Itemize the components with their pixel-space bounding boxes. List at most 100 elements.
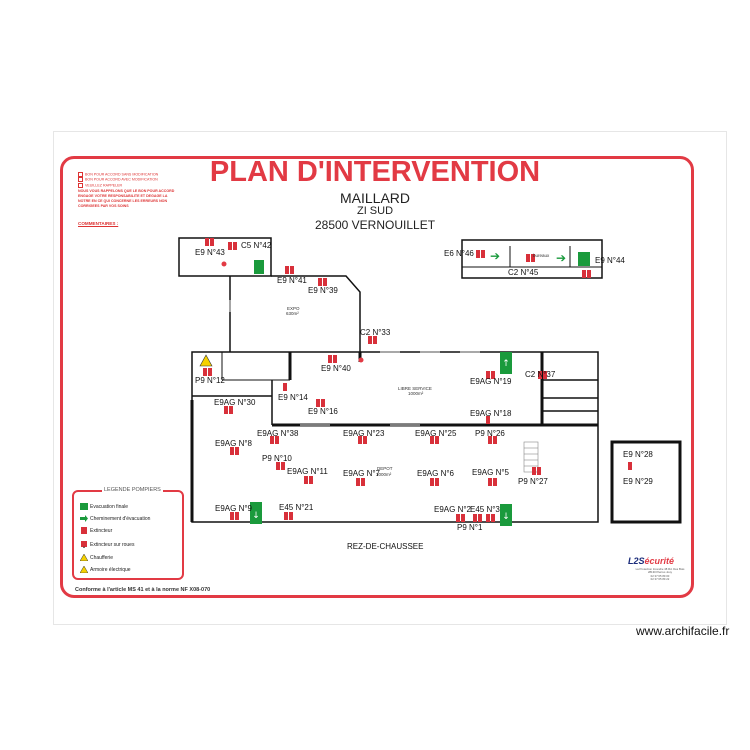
room-bureaux-label: bureaux [533, 253, 550, 258]
equipment-label: E6 N°46 [444, 249, 474, 258]
extinguisher-icon [356, 478, 360, 486]
legend-box: LEGENDE POMPIERS Evacuation finale Chemi… [72, 487, 184, 580]
staircase [523, 441, 539, 473]
extinguisher-icon [233, 242, 237, 250]
extinguisher-icon [290, 266, 294, 274]
extinguisher-icon [435, 436, 439, 444]
room-libre-label: LIBRE SERVICE [398, 386, 432, 391]
exit-final-icon [250, 502, 262, 524]
site-name: MAILLARD [339, 190, 411, 206]
extinguisher-icon [456, 514, 460, 522]
equipment-label: E9AG N°5 [472, 468, 510, 477]
exit-path-arrow-icon [80, 515, 88, 522]
extinguisher-icon [289, 512, 293, 520]
legend-item: Chaufferie [80, 554, 113, 561]
equipment-label: C2 N°33 [360, 328, 391, 337]
extinguisher-icon [493, 436, 497, 444]
extinguisher-icon [488, 436, 492, 444]
compliance-note: Conforme à l'article MS 41 et à la norme… [75, 587, 211, 593]
equipment-label: E9 N°29 [623, 477, 653, 486]
extinguisher-icon [531, 254, 535, 262]
extinguisher-icon [628, 462, 632, 470]
extinguisher-icon [486, 416, 490, 424]
extinguisher-icon [491, 514, 495, 522]
equipment-label: E9AG N°6 [417, 469, 455, 478]
extinguisher-icon [435, 478, 439, 486]
extinguisher-icon [230, 512, 234, 520]
extinguisher-icon [284, 512, 288, 520]
electrical-cabinet-icon [80, 566, 88, 573]
extinguisher-icon [309, 476, 313, 484]
equipment-label: P9 N°1 [457, 523, 483, 532]
room-expo-area: 630m² [286, 311, 299, 316]
extinguisher-icon [235, 512, 239, 520]
equipment-label: P9 N°26 [475, 429, 505, 438]
legend-item: Extincteur sur roues [81, 541, 134, 548]
extinguisher-icon [304, 476, 308, 484]
legend-item: Evacuation finale [80, 503, 128, 510]
equipment-label: E9AG N°8 [215, 439, 253, 448]
doors [229, 300, 480, 426]
cabinet-dot-icon [221, 261, 227, 267]
equipment-labels: E9 N°43 C5 N°42 E9 N°41 E9 N°39 C2 N°33 … [195, 241, 653, 532]
equipment-label: E9AG N°11 [287, 467, 328, 476]
extinguisher-icon [473, 514, 477, 522]
extinguisher-icon [582, 270, 586, 278]
room-expo-label: EXPO [287, 306, 300, 311]
approval-notes: BON POUR ACCORD SANS MODIFICATION BON PO… [78, 172, 178, 209]
site-zone: ZI SUD [356, 205, 394, 217]
equipment-label: E9AG N°38 [257, 429, 299, 438]
extinguisher-icon [478, 514, 482, 522]
wall [461, 239, 603, 279]
equipment-label: E9 N°40 [321, 364, 351, 373]
extinguisher-icon [532, 467, 536, 475]
extinguisher-icon [283, 383, 287, 391]
equipment-label: E45 N°3 [470, 505, 500, 514]
legend-item: Extincteur [81, 527, 112, 534]
extinguisher-icon [224, 406, 228, 414]
extinguisher-icon [208, 368, 212, 376]
extinguisher-icon [493, 478, 497, 486]
legend-item: Armoire électrique [80, 566, 131, 573]
equipment-label: E9 N°14 [278, 393, 308, 402]
equipment-label: E9AG N°23 [343, 429, 385, 438]
checkbox-icon [78, 182, 83, 188]
equipment-label: E9AG N°2 [434, 505, 472, 514]
footer-watermark[interactable]: www.archifacile.fr [636, 624, 730, 638]
extinguisher-icon [526, 254, 530, 262]
walls [178, 237, 682, 524]
arrow-down-icon: ↓ [252, 511, 260, 521]
exit-path-arrow-icon: ➔ [556, 251, 566, 265]
extinguisher-icon [203, 368, 207, 376]
extinguisher-icon [323, 278, 327, 286]
brand-address: La Protection Incendie 48 Rd. Des Bois 2… [635, 567, 685, 582]
extinguisher-icon [235, 447, 239, 455]
extinguisher-icon [488, 478, 492, 486]
equipment-label: E9AG N°18 [470, 409, 512, 418]
wall [178, 237, 272, 277]
exit-final-icon [578, 252, 590, 266]
room-depot-area: 3000m² [376, 472, 392, 477]
equipment-label: E9 N°16 [308, 407, 338, 416]
extinguisher-icon [205, 238, 209, 246]
extinguisher-icon [543, 371, 547, 379]
room-libre-area: 1000m² [408, 391, 424, 396]
extinguisher-icon [316, 399, 320, 407]
extinguisher-icon [270, 436, 274, 444]
comment-label: COMMENTAIRES : [78, 221, 119, 226]
extinguisher-icon [285, 266, 289, 274]
checkbox-icon [78, 172, 83, 177]
equipment-label: P9 N°27 [518, 477, 548, 486]
wall [610, 440, 682, 524]
plan-title: PLAN D'INTERVENTION [209, 156, 541, 188]
floor-label: REZ-DE-CHAUSSEE [347, 542, 424, 551]
chaufferie-icon [80, 554, 88, 561]
legend-item: Cheminement d'évacuation [80, 515, 150, 522]
brand-logo: L2Sécurité [628, 556, 675, 566]
extinguisher-icon [363, 436, 367, 444]
extinguisher-icon [430, 478, 434, 486]
stair-outline [523, 441, 539, 473]
equipment-label: C2 N°37 [525, 370, 556, 379]
extinguisher-icon [587, 270, 591, 278]
